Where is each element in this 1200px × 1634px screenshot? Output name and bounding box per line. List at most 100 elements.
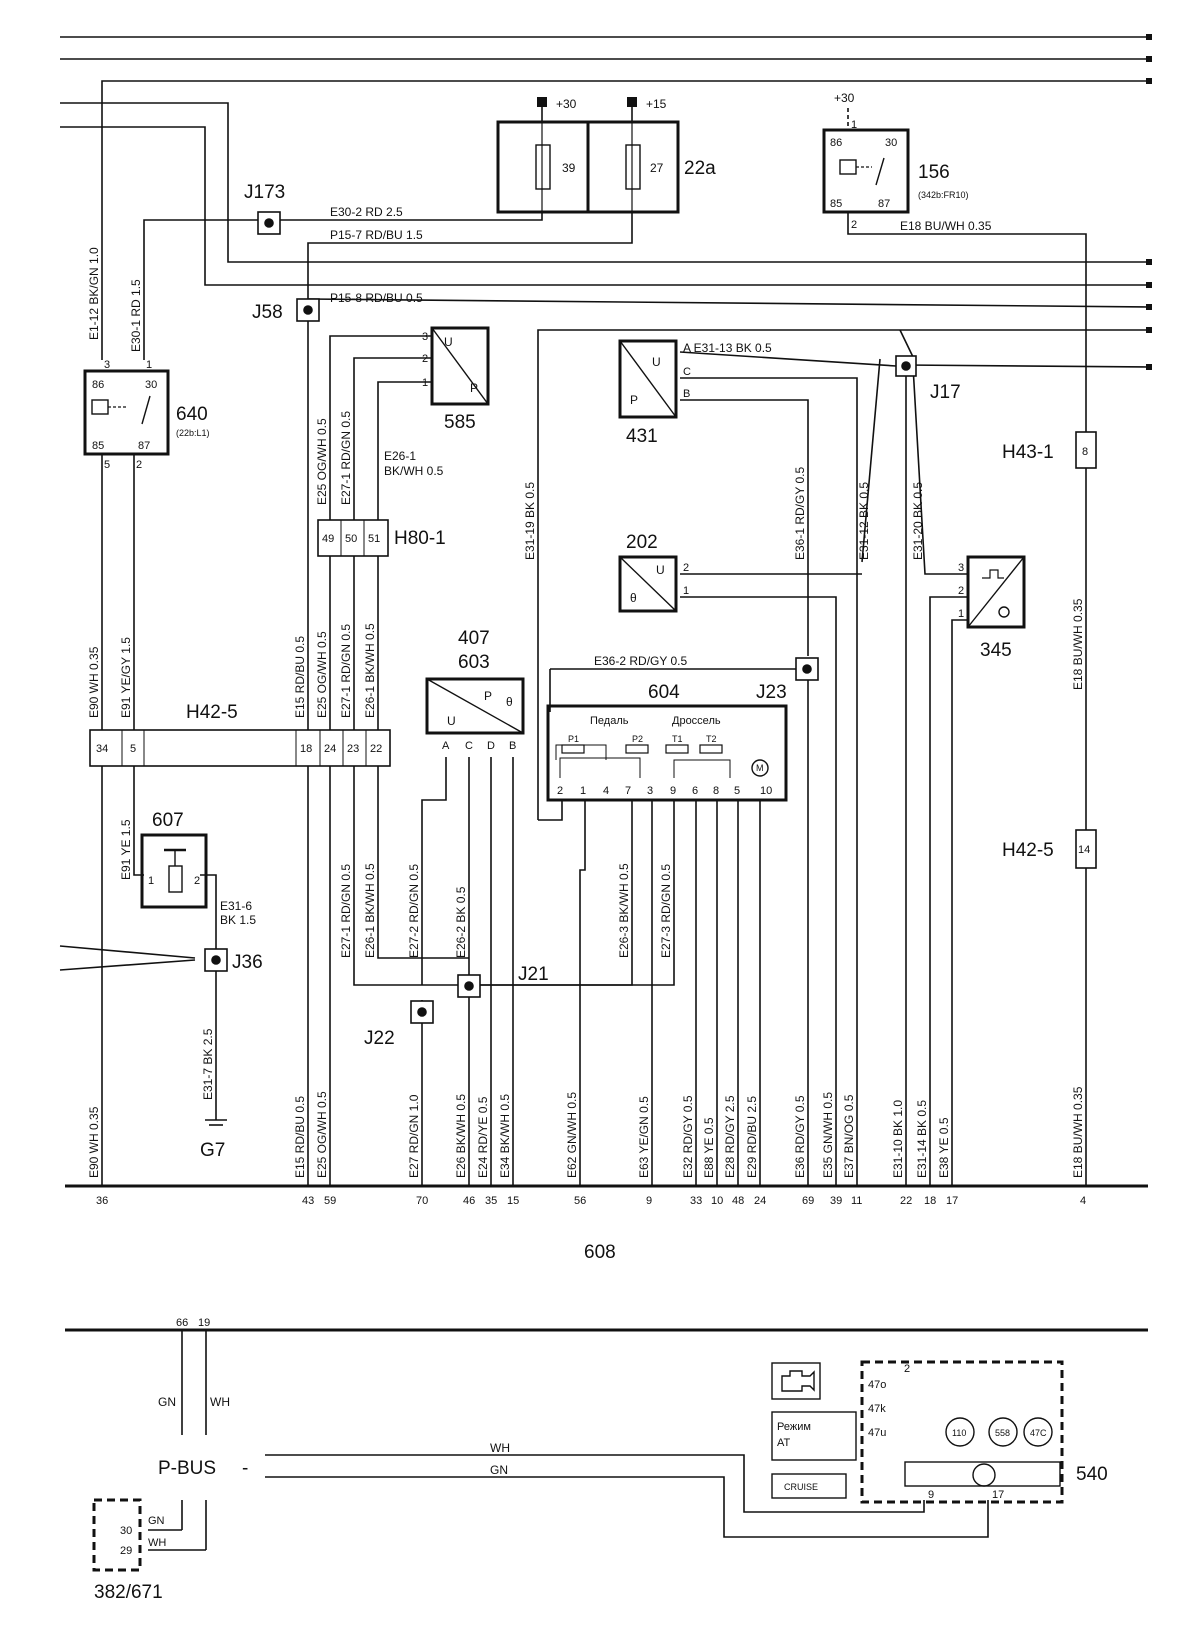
pin-label: 18 xyxy=(300,743,312,755)
fuse-label: 27 xyxy=(650,161,664,175)
bottom-pin-label: 11 xyxy=(851,1195,862,1207)
junction-label-j22: J22 xyxy=(364,1028,395,1049)
bottom-pin-label: 18 xyxy=(924,1195,936,1207)
pbus-dash: - xyxy=(242,1458,248,1479)
bottom-pin-label: 39 xyxy=(830,1195,842,1207)
wire-label: E91 YE 1.5 xyxy=(119,819,133,880)
component-345-label: 345 xyxy=(980,640,1012,661)
component-585-label: 585 xyxy=(444,412,476,433)
component-202-u: U xyxy=(656,563,665,577)
pin-label: 2 xyxy=(958,585,964,597)
wire-label: E26-1 BK/WH 0.5 xyxy=(363,863,377,958)
bottom-wire-label: E32 RD/GY 0.5 xyxy=(681,1095,695,1178)
junction-label-j173: J173 xyxy=(244,182,285,203)
pin-label: A xyxy=(442,740,450,752)
pin-label: 85 xyxy=(830,198,842,210)
lamp-label: 47k xyxy=(868,1403,886,1415)
wire-label: E25 OG/WH 0.5 xyxy=(315,631,329,718)
component-202-label: 202 xyxy=(626,532,658,553)
bottom-pin-label: 43 xyxy=(302,1195,314,1207)
bottom-wire-label: E38 YE 0.5 xyxy=(937,1117,951,1178)
pin-label: 2 xyxy=(136,459,142,471)
wire-label: E18 BU/WH 0.35 xyxy=(1071,598,1085,690)
bus-end-markers xyxy=(537,34,1152,370)
bottom-pin-label: 15 xyxy=(507,1195,519,1207)
pin-label: 1 xyxy=(422,377,428,389)
component-bodies xyxy=(83,120,1097,1572)
wire-label: E27-3 RD/GN 0.5 xyxy=(659,864,673,958)
pin-label: 5 xyxy=(734,785,740,797)
bottom-wire-label: E18 BU/WH 0.35 xyxy=(1071,1086,1085,1178)
wire-label: E30-2 RD 2.5 xyxy=(330,205,403,219)
wire-label: BK 1.5 xyxy=(220,913,256,927)
gauge-label: 558 xyxy=(995,1428,1010,1438)
component-603-label: 603 xyxy=(458,652,490,673)
bottom-pin-label: 33 xyxy=(690,1195,702,1207)
pin-label: 87 xyxy=(138,440,150,452)
component-604-t1: T1 xyxy=(672,734,683,744)
wire-label: E1-12 BK/GN 1.0 xyxy=(87,247,101,340)
bottom-pin-label: 17 xyxy=(946,1195,958,1207)
pin-label: 2 xyxy=(557,785,563,797)
wire-label: E91 YE/GY 1.5 xyxy=(119,637,133,718)
wire-label: E31-6 xyxy=(220,899,252,913)
main-unit-label: 608 xyxy=(584,1242,616,1263)
cruise-label: CRUISE xyxy=(784,1482,818,1492)
bottom-wire-label: E63 YE/GN 0.5 xyxy=(637,1096,651,1178)
bottom-wire-label: E15 RD/BU 0.5 xyxy=(293,1096,307,1178)
pin-label: 85 xyxy=(92,440,104,452)
component-604-p2: P2 xyxy=(632,734,643,744)
pin-label: 66 xyxy=(176,1317,188,1329)
bottom-wire-label: E26 BK/WH 0.5 xyxy=(454,1094,468,1178)
component-604-throttle: Дроссель xyxy=(672,715,721,727)
pin-label: 3 xyxy=(422,331,428,343)
wire-label: E36-2 RD/GY 0.5 xyxy=(594,654,687,668)
pbus-label: P-BUS xyxy=(158,1458,216,1479)
bottom-pin-label: 59 xyxy=(324,1195,336,1207)
bottom-wire-label: E36 RD/GY 0.5 xyxy=(793,1095,807,1178)
pin-label: 3 xyxy=(647,785,653,797)
pin-label: 49 xyxy=(322,533,334,545)
pin-label: 17 xyxy=(992,1489,1004,1501)
bus-wire-label: GN xyxy=(490,1463,508,1477)
pin-label: 19 xyxy=(198,1317,210,1329)
wire-label: E31-20 BK 0.5 xyxy=(911,482,925,560)
pin-label: 86 xyxy=(830,137,842,149)
supply-label: +30 xyxy=(556,97,577,111)
pin-label: 2 xyxy=(422,353,428,365)
connector-h42-5-label: H42-5 xyxy=(1002,840,1054,861)
pin-label: 8 xyxy=(1082,446,1088,458)
pin-label: 30 xyxy=(120,1525,132,1537)
motor-icon: M xyxy=(756,763,764,773)
pin-label: 2 xyxy=(851,219,857,231)
pin-label: 30 xyxy=(145,379,157,391)
component-585-u: U xyxy=(444,335,453,349)
wire-label: E27-2 RD/GN 0.5 xyxy=(407,864,421,958)
component-604-p1: P1 xyxy=(568,734,579,744)
pin-label: 2 xyxy=(194,875,200,887)
bottom-pin-label: 70 xyxy=(416,1195,428,1207)
bottom-wire-label: E31-10 BK 1.0 xyxy=(891,1100,905,1178)
component-382-label: 382/671 xyxy=(94,1582,163,1603)
pin-label: 14 xyxy=(1078,844,1090,856)
pin-label: 1 xyxy=(683,585,689,597)
junction-label-j21: J21 xyxy=(518,964,549,985)
pin-label: 10 xyxy=(760,785,772,797)
pin-label: 7 xyxy=(625,785,631,797)
lamp-label: 47u xyxy=(868,1427,886,1439)
component-607-label: 607 xyxy=(152,810,184,831)
pin-label: 1 xyxy=(851,119,857,131)
bottom-pin-label: 36 xyxy=(96,1195,108,1207)
ground-label: G7 xyxy=(200,1140,225,1161)
component-585-p: P xyxy=(470,381,478,395)
junction-label-j23: J23 xyxy=(756,682,787,703)
wire-label: GN xyxy=(158,1395,176,1409)
pin-label: 1 xyxy=(958,608,964,620)
wire-label: E26-1 xyxy=(384,449,416,463)
component-604-label: 604 xyxy=(648,682,680,703)
component-407-p: P xyxy=(484,689,492,703)
component-407-label: 407 xyxy=(458,628,490,649)
wires xyxy=(59,36,1149,1551)
mode-label: Режим xyxy=(777,1421,811,1433)
